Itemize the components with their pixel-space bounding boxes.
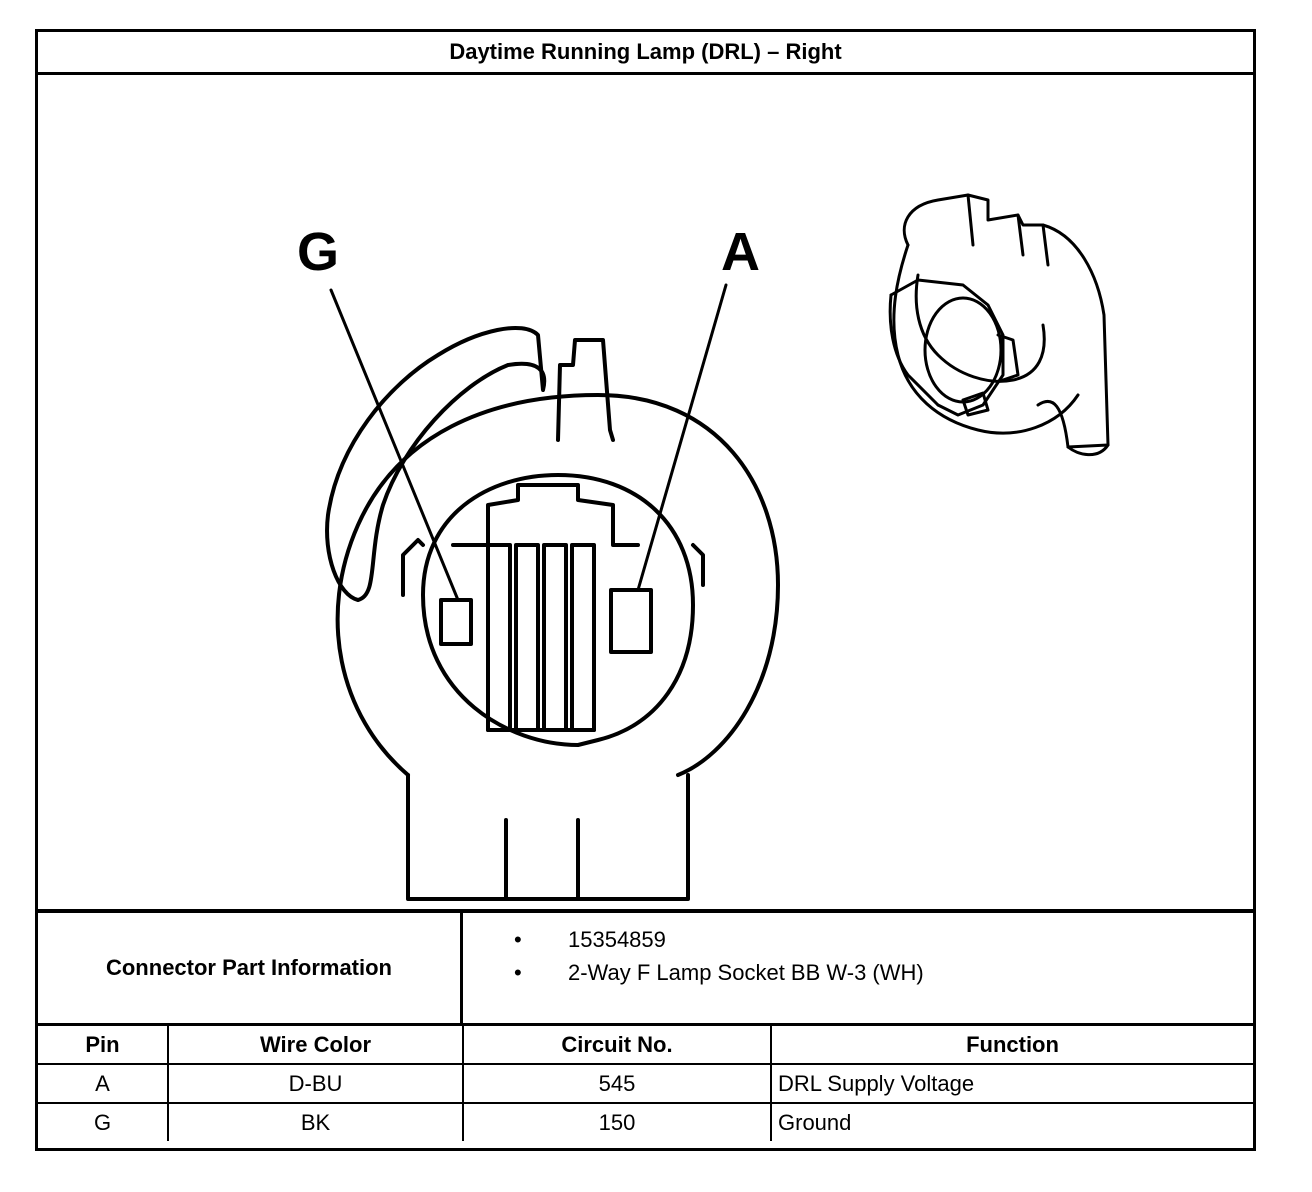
connector-part-number: • 15354859	[508, 923, 924, 956]
cell-pin: G	[38, 1102, 169, 1141]
cell-circuit-no: 150	[462, 1102, 772, 1141]
cell-wire-color: BK	[167, 1102, 464, 1141]
part-number-text: 15354859	[568, 927, 666, 952]
pin-a-cavity	[609, 588, 653, 654]
connector-part-info: Connector Part Information • 15354859 • …	[38, 909, 1253, 1026]
connector-part-list: • 15354859 • 2-Way F Lamp Socket BB W-3 …	[508, 923, 924, 989]
cell-wire-color: D-BU	[167, 1063, 464, 1104]
cell-circuit-no: 545	[462, 1063, 772, 1104]
pin-table: Pin Wire Color Circuit No. Function A D-…	[38, 1026, 1253, 1141]
connector-wire-exit	[406, 773, 690, 901]
pin-table-header: Pin Wire Color Circuit No. Function	[38, 1026, 1253, 1065]
table-row: A D-BU 545 DRL Supply Voltage	[38, 1063, 1253, 1104]
connector-terminal-comb	[451, 483, 640, 547]
bullet: •	[514, 927, 522, 952]
connector-latch-arm	[325, 326, 547, 602]
connector-frame: Daytime Running Lamp (DRL) – Right	[35, 29, 1256, 1151]
cell-function: Ground	[770, 1102, 1253, 1141]
part-description-text: 2-Way F Lamp Socket BB W-3 (WH)	[568, 960, 924, 985]
header-pin: Pin	[38, 1026, 169, 1065]
connector-inner-ring	[421, 473, 695, 747]
pin-g-cavity	[439, 598, 473, 646]
pin-g-leader	[329, 288, 460, 602]
pin-g-label: G	[297, 222, 340, 282]
pin-a-leader	[636, 283, 728, 592]
bullet: •	[514, 960, 522, 985]
connector-face-view	[325, 193, 1110, 901]
header-wire-color: Wire Color	[167, 1026, 464, 1065]
connector-part-info-label: Connector Part Information	[38, 913, 463, 1023]
connector-part-description: • 2-Way F Lamp Socket BB W-3 (WH)	[508, 956, 924, 989]
table-row: G BK 150 Ground	[38, 1102, 1253, 1141]
connector-isometric-view	[888, 193, 1110, 457]
header-circuit-no: Circuit No.	[462, 1026, 772, 1065]
connector-drawing: G A	[38, 75, 1253, 909]
pin-a-label: A	[721, 222, 760, 282]
cell-pin: A	[38, 1063, 169, 1104]
cell-function: DRL Supply Voltage	[770, 1063, 1253, 1104]
connector-title: Daytime Running Lamp (DRL) – Right	[38, 32, 1253, 75]
connector-key-tab	[556, 338, 615, 442]
connector-outer-ring	[335, 393, 780, 777]
header-function: Function	[770, 1026, 1253, 1065]
